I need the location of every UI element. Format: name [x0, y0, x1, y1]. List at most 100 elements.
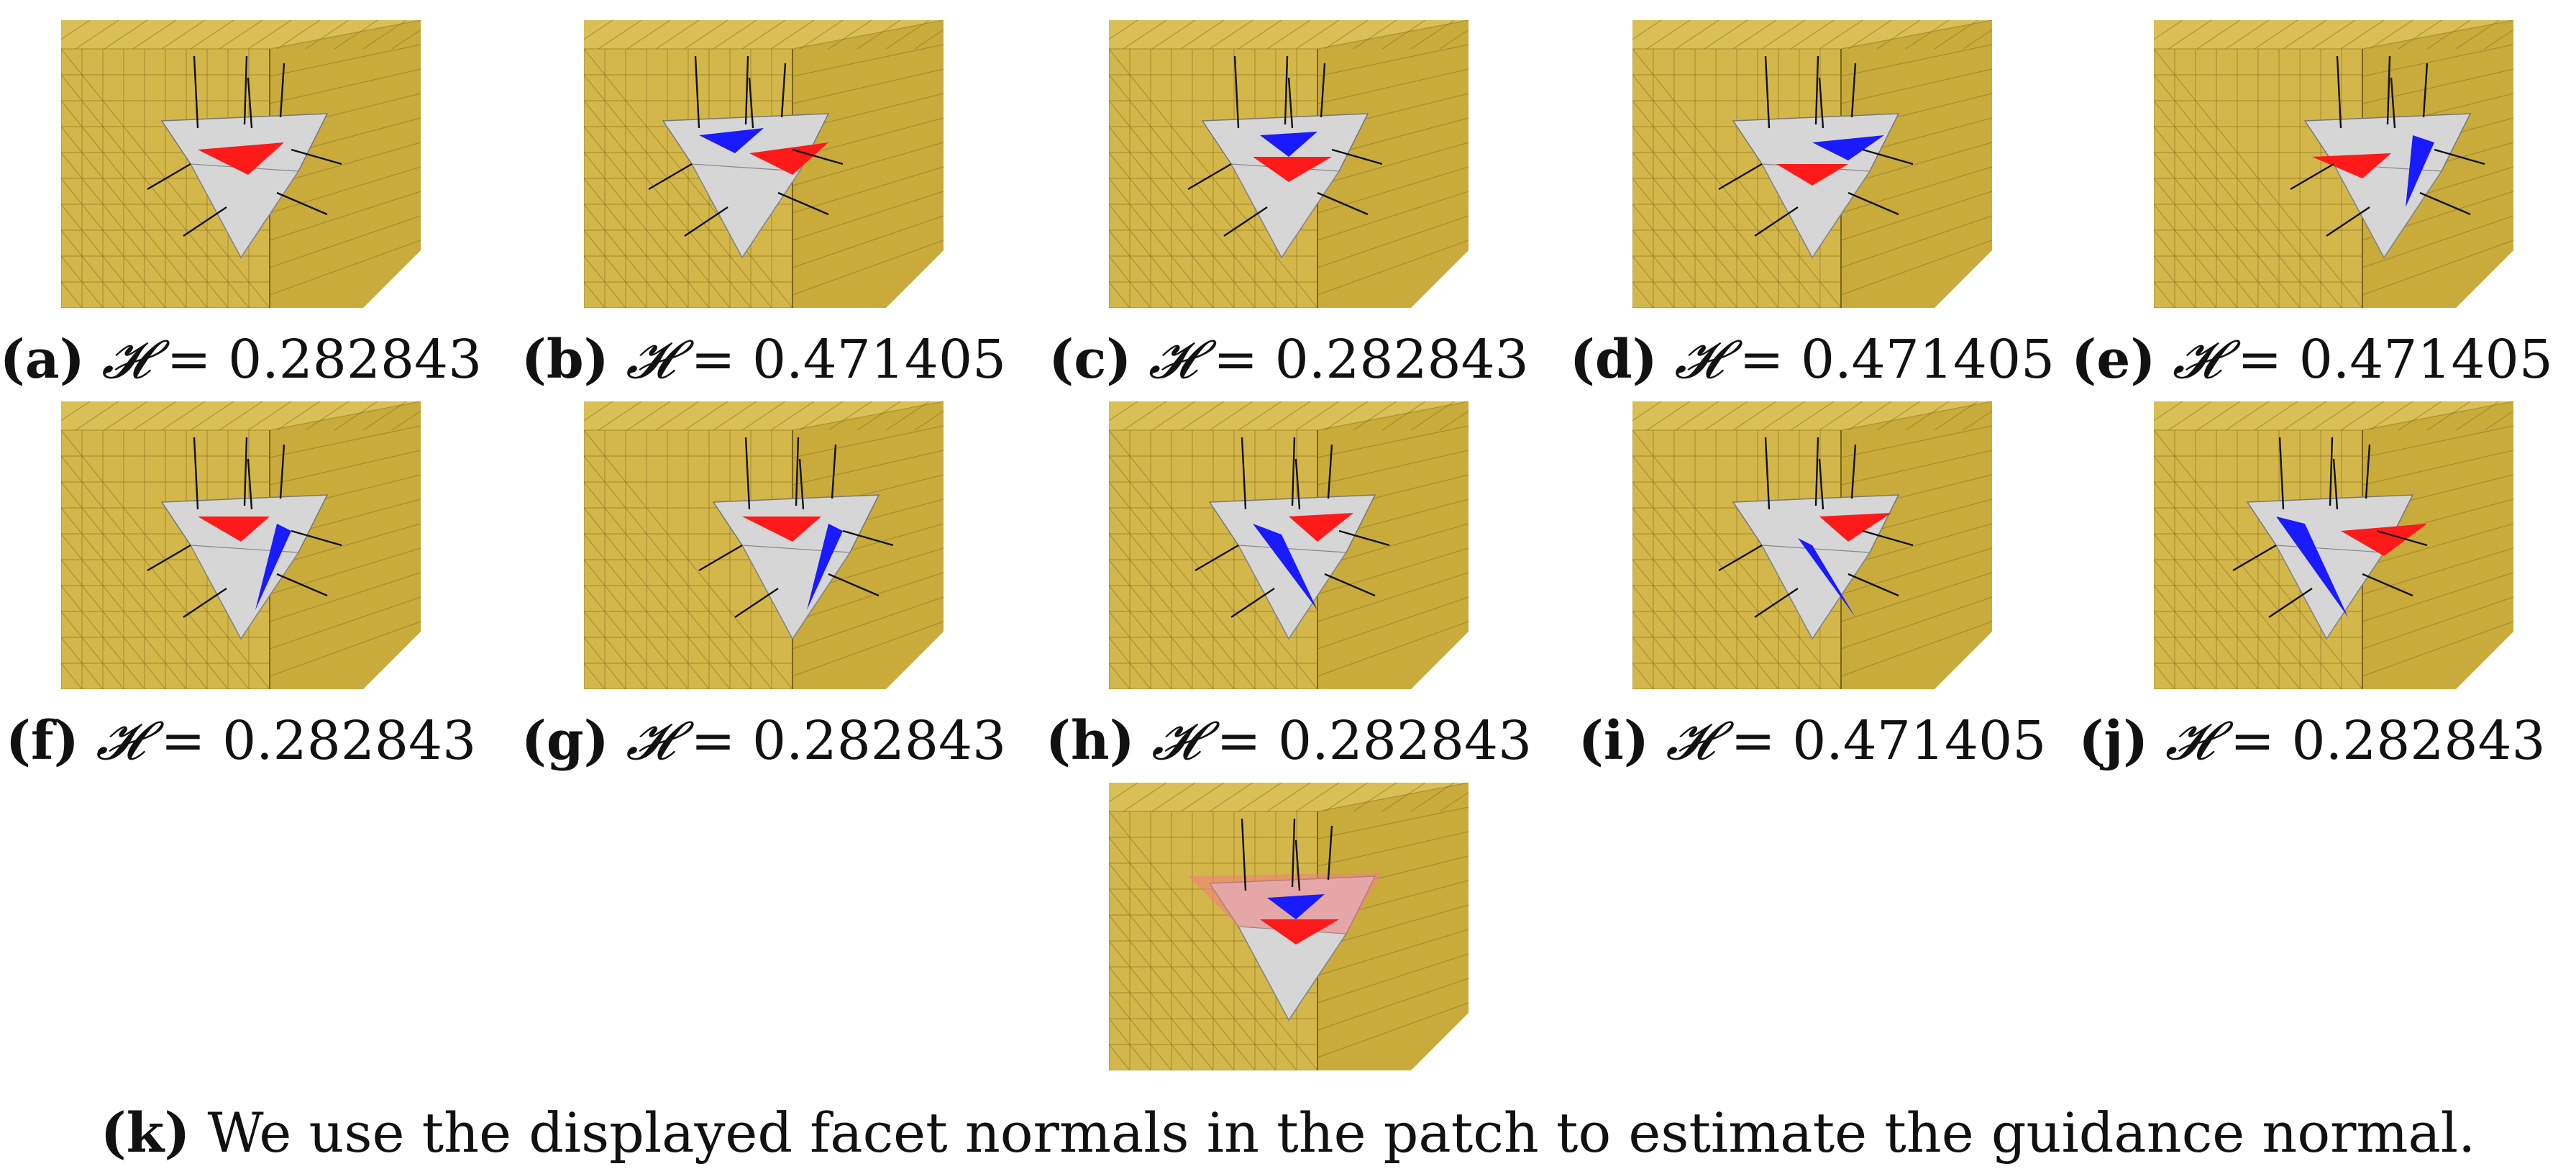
normal-line: [2336, 55, 2342, 129]
normal-line: [193, 437, 199, 510]
equals-sign: =: [1730, 710, 1776, 772]
panel-i-image: [1632, 401, 1992, 689]
normal-line: [291, 148, 342, 165]
entropy-value: 0.282843: [752, 710, 1007, 772]
patch-edge: [741, 545, 793, 640]
panel-g-image: [584, 401, 944, 689]
entropy-symbol: 𝓗: [1151, 710, 1200, 772]
patch-edge: [1281, 170, 1340, 258]
normal-line: [2329, 437, 2334, 506]
entropy-symbol: 𝓗: [2165, 710, 2214, 772]
normal-line: [2390, 77, 2396, 129]
facet-normals: [1241, 818, 1333, 891]
normal-line: [1754, 206, 1799, 237]
entropy-value: 0.471405: [752, 329, 1007, 391]
facet-normals: [2232, 437, 2428, 618]
caption-label: (h): [1045, 710, 1135, 772]
caption-label: (k): [100, 1101, 191, 1165]
equals-sign: =: [1213, 329, 1259, 391]
red-facet: [1289, 513, 1353, 542]
blue-facet: [1260, 132, 1317, 157]
normal-line: [2332, 458, 2339, 510]
caption-c: (c) 𝓗 = 0.282843: [1030, 327, 1548, 392]
normal-line: [291, 529, 342, 547]
patch-edge: [1238, 926, 1289, 1021]
entropy-symbol: 𝓗: [2172, 329, 2221, 391]
red-facet: [1776, 164, 1848, 186]
facet-normals: [1718, 437, 1914, 618]
normal-line: [279, 444, 286, 499]
red-facet: [1253, 157, 1332, 182]
patch-edge: [2383, 170, 2442, 258]
caption-d: (d) 𝓗 = 0.471405: [1553, 327, 2071, 392]
caption-a: (a) 𝓗 = 0.282843: [0, 327, 500, 392]
entropy-value: 0.282843: [222, 710, 477, 772]
entropy-symbol: 𝓗: [1666, 710, 1714, 772]
caption-label: (e): [2071, 329, 2156, 391]
patch-edge: [1288, 552, 1347, 640]
equals-sign: =: [2229, 710, 2275, 772]
panel-c-image: [1109, 20, 1469, 308]
caption-h: (h) 𝓗 = 0.282843: [1030, 709, 1548, 773]
red-facet: [2312, 153, 2391, 178]
normal-line: [1291, 437, 1296, 506]
normal-line: [798, 458, 805, 510]
normal-line: [1764, 55, 1771, 129]
normal-line: [1862, 148, 1914, 165]
patch-edge: [240, 552, 299, 640]
blue-facet: [807, 524, 843, 610]
patch-edge: [190, 163, 242, 258]
normal-line: [2232, 544, 2277, 572]
normal-line: [183, 588, 227, 618]
equals-sign: =: [160, 710, 206, 772]
facet-normals: [147, 437, 342, 618]
normal-line: [1847, 191, 1899, 216]
equals-sign: =: [1739, 329, 1784, 391]
facet-normals: [698, 437, 894, 618]
normal-line: [1324, 573, 1376, 597]
panel-f-image: [61, 401, 421, 689]
normal-line: [1327, 825, 1333, 880]
caption-label: (d): [1569, 329, 1658, 391]
caption-text: We use the displayed facet normals in th…: [207, 1101, 2476, 1165]
caption-label: (j): [2078, 710, 2149, 772]
normal-line: [1331, 148, 1383, 165]
patch-edge: [240, 170, 299, 258]
normal-line: [1764, 437, 1771, 510]
normal-line: [2434, 148, 2485, 165]
caption-j: (j) 𝓗 = 0.282843: [2053, 709, 2571, 773]
patch-edge: [1761, 545, 1871, 553]
patch-edge: [190, 545, 242, 640]
normal-line: [1850, 444, 1857, 499]
patch-edge: [691, 163, 800, 172]
normal-line: [1862, 529, 1914, 547]
patch-edge: [691, 163, 743, 258]
normal-line: [1320, 63, 1326, 118]
normal-line: [1718, 163, 1763, 191]
entropy-value: 0.282843: [228, 329, 483, 391]
patch-edge: [1761, 163, 1813, 258]
normal-line: [795, 437, 800, 506]
caption-label: (g): [521, 710, 609, 772]
blue-facet: [699, 128, 764, 153]
normal-line: [247, 458, 253, 510]
caption-label: (i): [1578, 710, 1649, 772]
normal-line: [780, 63, 787, 118]
equals-sign: =: [2237, 329, 2283, 391]
equals-sign: =: [690, 329, 736, 391]
normal-line: [1814, 55, 1819, 125]
normal-line: [744, 437, 751, 510]
normal-line: [276, 191, 328, 216]
entropy-symbol: 𝓗: [96, 710, 144, 772]
facet-normals: [2290, 55, 2485, 237]
equals-sign: =: [166, 329, 211, 391]
entropy-symbol: 𝓗: [626, 710, 674, 772]
entropy-symbol: 𝓗: [1148, 329, 1197, 391]
normal-line: [183, 206, 227, 237]
normal-line: [2422, 63, 2429, 118]
red-facet: [198, 142, 284, 175]
patch-edge: [1761, 545, 1813, 640]
mesh-wireframe: [584, 401, 944, 689]
blue-facet: [1253, 524, 1317, 610]
blue-facet: [1812, 135, 1884, 160]
